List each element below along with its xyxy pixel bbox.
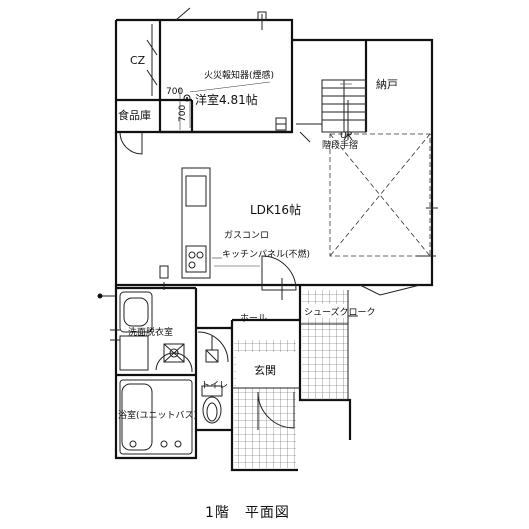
washroom-fixtures xyxy=(97,265,185,371)
room-label-hall: ホール xyxy=(240,313,267,324)
room-label-shoe-closet: シューズクローク xyxy=(304,306,376,318)
open-area-x xyxy=(329,133,438,257)
room-label-cz: CZ xyxy=(130,54,146,67)
toilet-fixtures xyxy=(197,331,229,424)
staircase xyxy=(296,79,367,143)
pantry-door xyxy=(119,131,143,155)
unit-bath xyxy=(119,352,193,455)
plan-title: 1階 平面図 xyxy=(205,505,290,521)
room-label-entrance: 玄関 xyxy=(254,363,276,377)
dimension-700-horizontal: 700 xyxy=(166,87,183,97)
room-label-washroom: 洗面脱衣室 xyxy=(128,326,173,338)
stair-up-label: UP xyxy=(340,131,353,141)
room-label-bath: 浴室(ユニットバス) xyxy=(118,409,197,421)
ldk-window xyxy=(359,284,421,296)
hall-door xyxy=(261,255,297,291)
room-label-pantry: 食品庫 xyxy=(118,108,151,122)
room-label-toilet: トイレ xyxy=(201,381,228,391)
room-label-storage: 納戸 xyxy=(376,78,398,91)
dimension-700-vertical: 700 xyxy=(178,105,188,122)
stair-handrail-label: 階段手摺 xyxy=(322,139,358,151)
closet-doors xyxy=(146,24,158,96)
room-label-ldk: LDK16帖 xyxy=(250,202,301,217)
western-room-details xyxy=(175,7,287,131)
kitchen-panel-label: キッチンパネル(不燃) xyxy=(222,248,310,260)
room-label-western-room: 洋室4.81帖 xyxy=(195,92,258,107)
kitchen-counter xyxy=(181,167,260,279)
entrance-area xyxy=(232,290,358,468)
interior-walls xyxy=(116,20,368,430)
fire-alarm-label: 火災報知器(煙感) xyxy=(204,69,274,81)
entrance-floor xyxy=(236,352,296,388)
gas-stove-label: ガスコンロ xyxy=(224,230,269,241)
